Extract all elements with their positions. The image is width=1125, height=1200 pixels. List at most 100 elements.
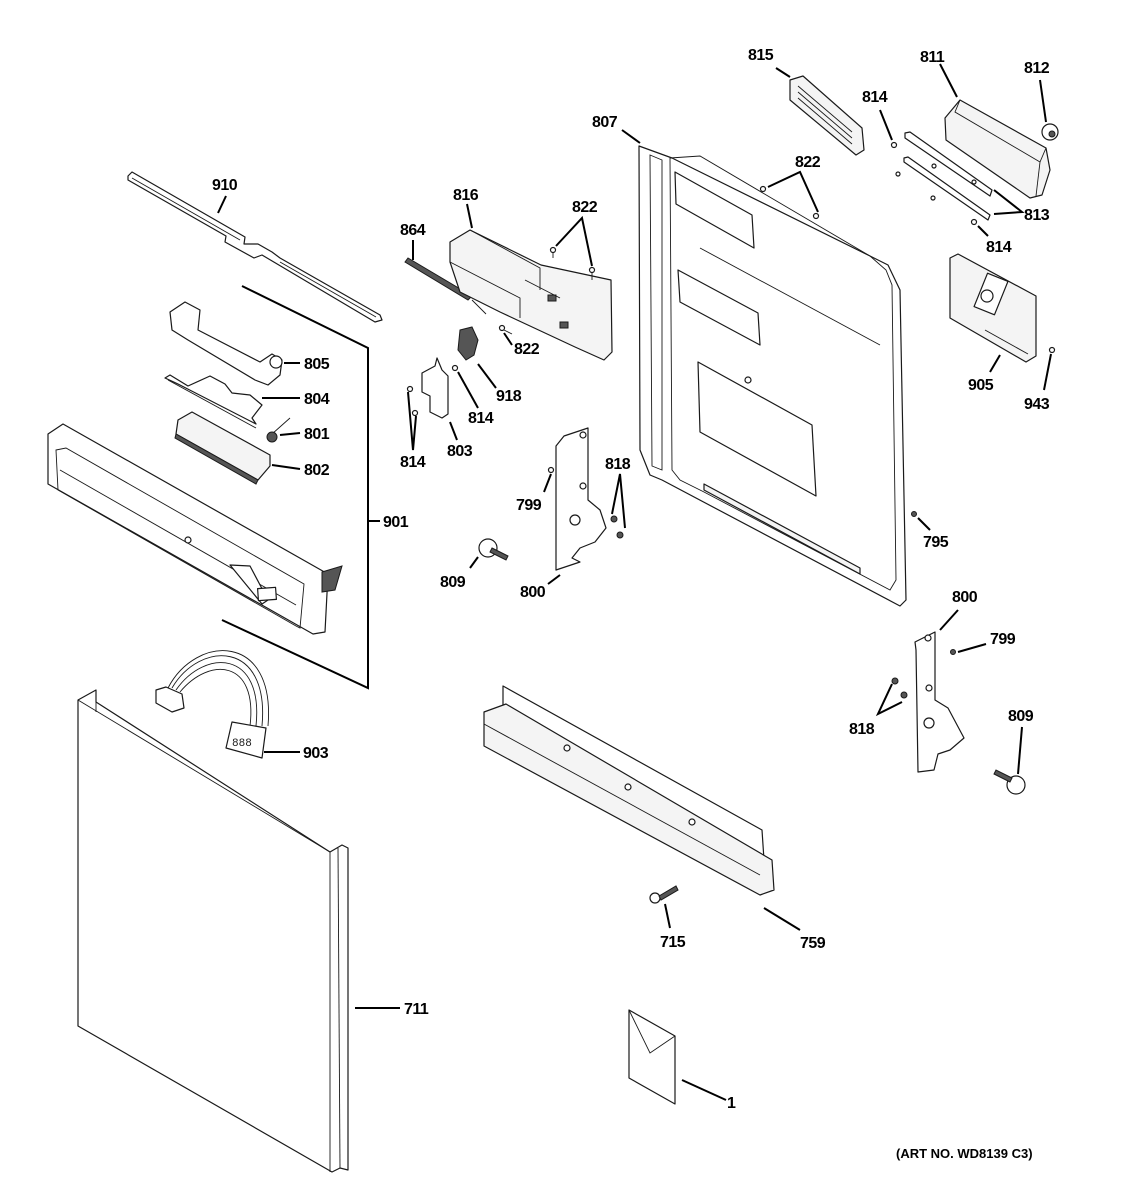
leader-814a [457,371,479,409]
leader-816 [466,203,473,229]
leader-811 [939,63,958,98]
label-799a: 799 [516,497,542,514]
part-918-switch[interactable] [457,326,479,361]
part-816-housing[interactable] [449,229,613,361]
part-803-latch[interactable] [421,357,449,419]
leader-715 [664,903,671,929]
label-800b: 800 [952,589,978,606]
label-816: 816 [453,187,479,204]
part-800-hinge-right[interactable] [914,631,965,773]
part-814-screws-b[interactable] [406,385,419,417]
label-813: 813 [1024,207,1050,224]
art-number: (ART NO. WD8139 C3) [896,1146,1033,1161]
label-814b: 814 [400,454,426,471]
part-815-vent[interactable] [789,75,865,156]
leader-822b [767,170,819,213]
label-814d: 814 [986,239,1012,256]
part-818-screws-right[interactable] [891,677,908,699]
label-901: 901 [383,514,409,531]
part-800-hinge-left[interactable] [555,427,607,571]
label-822c: 822 [514,341,540,358]
label-803: 803 [447,443,473,460]
part-905-module[interactable] [949,253,1037,363]
part-802-handle[interactable] [174,411,271,485]
label-822b: 822 [795,154,821,171]
label-807: 807 [592,114,618,131]
leader-918 [477,363,497,389]
part-814-screw-a[interactable] [451,364,459,372]
leader-812 [1039,79,1047,123]
leader-803 [449,421,458,441]
leader-1 [681,1079,727,1101]
leader-800b [939,609,959,631]
harness-display-digits: 888 [232,738,252,750]
label-799b: 799 [990,631,1016,648]
leader-910 [217,195,227,214]
leader-822a [555,215,593,267]
leader-818b [875,683,903,717]
part-943-screw[interactable] [1048,346,1056,354]
leader-801 [279,432,301,436]
part-822-screw-lower[interactable] [498,324,513,335]
part-814-screw-c[interactable] [890,141,898,149]
part-811-dispenser[interactable] [944,99,1051,199]
part-804-rod[interactable] [164,374,263,429]
leader-814c [879,109,893,141]
label-818a: 818 [605,456,631,473]
label-815: 815 [748,47,774,64]
leader-905 [989,354,1001,373]
label-918: 918 [496,388,522,405]
label-809b: 809 [1008,708,1034,725]
label-818b: 818 [849,721,875,738]
part-715-screw[interactable] [649,885,679,904]
label-800a: 800 [520,584,546,601]
part-814-screw-d[interactable] [970,218,978,226]
part-910-rail[interactable] [127,171,383,323]
leader-943 [1043,353,1052,391]
label-801: 801 [304,426,330,443]
leader-795 [917,517,931,531]
part-809-bolt-left[interactable] [478,538,509,561]
label-822a: 822 [572,199,598,216]
part-903-harness[interactable]: 888 [155,650,269,759]
label-802: 802 [304,462,330,479]
part-805-bracket[interactable] [169,301,283,386]
label-903: 903 [303,745,329,762]
leader-809b [1017,726,1023,775]
part-711-outer-door[interactable] [77,689,349,1173]
leader-799a [543,473,552,493]
leader-813 [993,189,1025,215]
leader-800a [547,574,561,585]
label-711: 711 [404,1001,429,1018]
leader-815 [775,67,791,78]
part-818-screws-left[interactable] [610,515,624,539]
label-814a: 814 [468,410,494,427]
leader-759 [763,907,801,931]
label-811: 811 [920,49,945,66]
part-799-screw-left[interactable] [547,466,555,474]
bracket-901 [221,285,369,690]
leader-807 [621,129,641,144]
leader-818a [611,473,626,529]
leader-802 [271,464,301,470]
part-1-literature[interactable] [628,1009,676,1105]
part-901-console[interactable] [47,423,343,635]
leader-799b [957,643,987,653]
part-807-inner-door[interactable] [638,145,907,607]
label-805: 805 [304,356,330,373]
part-801-knob[interactable] [266,417,291,443]
label-814c: 814 [862,89,888,106]
part-813-gaskets[interactable] [895,131,993,221]
part-799-screw-right[interactable] [950,649,956,655]
label-864: 864 [400,222,426,239]
part-822-screws-upper[interactable] [549,246,596,281]
leader-814d [977,225,989,237]
label-809a: 809 [440,574,466,591]
part-809-bolt-right[interactable] [993,769,1026,795]
part-759-kickplate[interactable] [483,685,775,896]
label-804: 804 [304,391,330,408]
part-822-screws-door[interactable] [759,185,820,220]
part-795-screw[interactable] [911,511,917,517]
part-812-knob[interactable] [1041,123,1059,141]
